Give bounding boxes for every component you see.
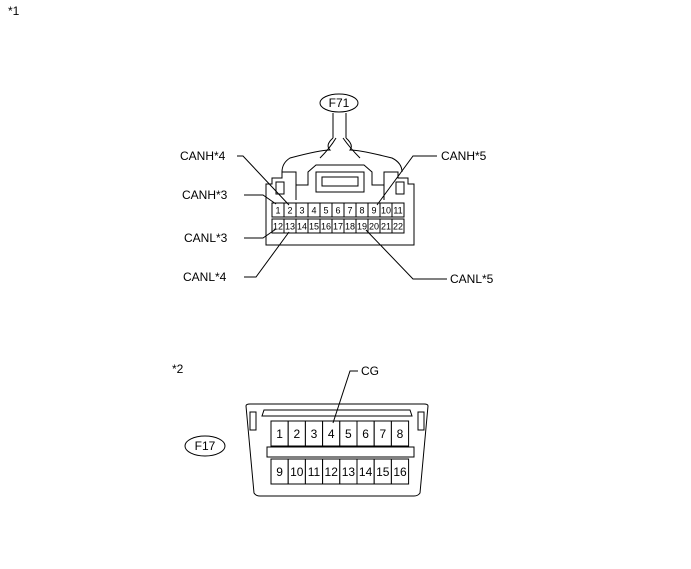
label-canh5: CANH*5 [441, 149, 487, 163]
f71-right-rib [395, 181, 405, 195]
f71-pin-label: 12 [273, 222, 283, 232]
note-1: *1 [8, 4, 20, 18]
f17-pin-label: 6 [362, 427, 369, 441]
note-2: *2 [172, 362, 184, 376]
f71-pin-label: 14 [297, 222, 307, 232]
f17-pin-label: 7 [379, 427, 386, 441]
f17-pin-label: 16 [393, 465, 407, 479]
f71-latch-inner [321, 176, 359, 187]
f71-pin-label: 10 [381, 206, 391, 216]
f17-pin-label: 3 [311, 427, 318, 441]
f17-pin-label: 5 [345, 427, 352, 441]
label-canh4: CANH*4 [180, 149, 226, 163]
f17-left-tab [249, 411, 257, 431]
f17-pin-label: 1 [276, 427, 283, 441]
f17-pin-cell [390, 458, 410, 485]
f71-pin-cell [391, 202, 405, 218]
f71-pin-label: 7 [347, 206, 352, 216]
f71-leader-lines [237, 155, 447, 280]
f71-pin-label: 18 [345, 222, 355, 232]
f71-pin-label: 13 [285, 222, 295, 232]
f71-pin-label: 11 [393, 206, 402, 216]
f71-pin-label: 6 [335, 206, 340, 216]
f71-pin-label: 9 [371, 206, 376, 216]
leader-canh3 [244, 194, 277, 205]
f71-pin-label: 5 [323, 206, 328, 216]
f71-pin-label: 1 [275, 206, 280, 216]
f17-pin-cell [390, 420, 410, 447]
f17-name: F17 [195, 439, 216, 453]
f71-pin-label: 20 [369, 222, 379, 232]
f17-pin-label: 13 [342, 465, 356, 479]
f71-pin-label: 2 [287, 206, 292, 216]
leader-canl4 [244, 231, 290, 278]
f17-pin-label: 2 [293, 427, 300, 441]
f71-pin-label: 8 [359, 206, 364, 216]
f71-pin-label: 4 [311, 206, 316, 216]
f17-pin-label: 10 [290, 465, 304, 479]
leader-canh5 [376, 155, 437, 206]
label-canl3: CANL*3 [184, 231, 228, 245]
f17-separator [266, 446, 415, 458]
f71-pin-label: 19 [357, 222, 367, 232]
leader-canh4 [237, 155, 290, 206]
f17-pin-label: 9 [276, 465, 283, 479]
leader-canl3 [244, 228, 277, 239]
f17-pin-label: 4 [328, 427, 335, 441]
f71-left-rib [275, 181, 285, 195]
f71-pin-label: 15 [309, 222, 319, 232]
f71-name-oval [319, 93, 359, 113]
f71-pin-label: 21 [381, 222, 391, 232]
f71-name: F71 [329, 96, 350, 110]
leader-canl5 [365, 229, 447, 280]
f71-pin-label: 17 [333, 222, 343, 232]
label-canl4: CANL*4 [183, 270, 227, 284]
label-canh3: CANH*3 [182, 188, 228, 202]
label-cg: CG [361, 364, 379, 378]
f71-pin-cell [391, 218, 405, 234]
f17-pin-label: 8 [397, 427, 404, 441]
f17-pin-label: 11 [308, 465, 321, 479]
f17-right-tab [417, 411, 425, 431]
f17-key-strip [261, 409, 413, 417]
f71-pin-label: 3 [299, 206, 304, 216]
f17-pin-label: 12 [325, 465, 339, 479]
f71-wire-harness [281, 113, 403, 173]
f71-pin-label: 22 [393, 222, 403, 232]
f17-pin-label: 15 [376, 465, 390, 479]
f71-pin-label: 16 [321, 222, 331, 232]
f17-pin-label: 14 [359, 465, 373, 479]
label-canl5: CANL*5 [450, 272, 494, 286]
leader-cg [332, 370, 358, 424]
f17-name-oval [184, 435, 226, 457]
